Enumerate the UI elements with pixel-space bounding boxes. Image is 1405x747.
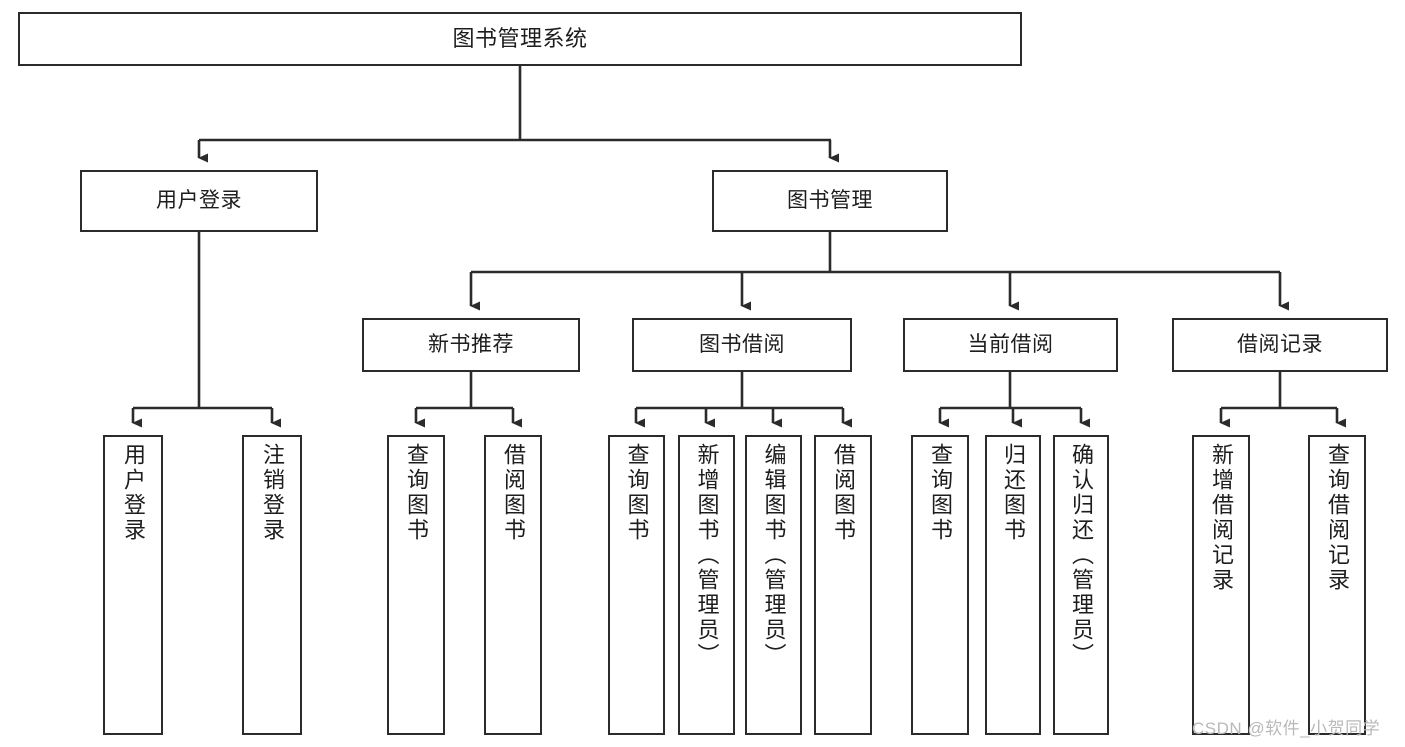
node-leaf-edit-book[interactable]: 编辑图书（管理员） bbox=[745, 435, 802, 735]
node-new-book-recommend[interactable]: 新书推荐 bbox=[362, 318, 580, 372]
node-root-label: 图书管理系统 bbox=[452, 26, 588, 52]
node-book-manage[interactable]: 图书管理 bbox=[712, 170, 948, 232]
node-leaf-return-book-label: 归还图书 bbox=[1001, 443, 1026, 543]
node-leaf-user-logout[interactable]: 注销登录 bbox=[242, 435, 302, 735]
node-leaf-borrow-book-2[interactable]: 借阅图书 bbox=[814, 435, 872, 735]
node-leaf-query-record[interactable]: 查询借阅记录 bbox=[1308, 435, 1366, 735]
node-leaf-borrow-book-2-label: 借阅图书 bbox=[831, 443, 856, 543]
node-book-borrow-label: 图书借阅 bbox=[699, 332, 785, 356]
node-borrow-record-label: 借阅记录 bbox=[1237, 332, 1323, 356]
node-leaf-user-login[interactable]: 用户登录 bbox=[103, 435, 163, 735]
node-book-borrow[interactable]: 图书借阅 bbox=[632, 318, 852, 372]
node-leaf-user-logout-label: 注销登录 bbox=[260, 443, 285, 543]
node-borrow-record[interactable]: 借阅记录 bbox=[1172, 318, 1388, 372]
node-leaf-confirm-return[interactable]: 确认归还（管理员） bbox=[1053, 435, 1109, 735]
node-book-manage-label: 图书管理 bbox=[787, 188, 873, 212]
node-leaf-add-book[interactable]: 新增图书（管理员） bbox=[678, 435, 735, 735]
node-root[interactable]: 图书管理系统 bbox=[18, 12, 1022, 66]
node-leaf-borrow-book-1-label: 借阅图书 bbox=[501, 443, 526, 543]
node-leaf-query-book-3[interactable]: 查询图书 bbox=[911, 435, 969, 735]
node-leaf-query-book-3-label: 查询图书 bbox=[928, 443, 953, 543]
node-leaf-query-book-2[interactable]: 查询图书 bbox=[608, 435, 665, 735]
node-leaf-edit-book-label: 编辑图书（管理员） bbox=[761, 443, 787, 668]
node-leaf-return-book[interactable]: 归还图书 bbox=[985, 435, 1041, 735]
node-user-login-label: 用户登录 bbox=[156, 188, 242, 212]
node-leaf-user-login-label: 用户登录 bbox=[121, 443, 146, 543]
node-user-login[interactable]: 用户登录 bbox=[80, 170, 318, 232]
node-leaf-query-book-2-label: 查询图书 bbox=[624, 443, 650, 543]
node-leaf-add-record[interactable]: 新增借阅记录 bbox=[1192, 435, 1250, 735]
node-current-borrow-label: 当前借阅 bbox=[967, 332, 1054, 356]
node-leaf-query-record-label: 查询借阅记录 bbox=[1325, 443, 1350, 593]
node-current-borrow[interactable]: 当前借阅 bbox=[903, 318, 1118, 372]
node-leaf-borrow-book-1[interactable]: 借阅图书 bbox=[484, 435, 542, 735]
node-leaf-query-book-1-label: 查询图书 bbox=[404, 443, 429, 543]
node-leaf-add-record-label: 新增借阅记录 bbox=[1209, 443, 1234, 593]
node-leaf-add-book-label: 新增图书（管理员） bbox=[694, 443, 720, 668]
node-leaf-confirm-return-label: 确认归还（管理员） bbox=[1069, 443, 1094, 668]
node-new-book-recommend-label: 新书推荐 bbox=[428, 332, 514, 356]
node-leaf-query-book-1[interactable]: 查询图书 bbox=[387, 435, 445, 735]
